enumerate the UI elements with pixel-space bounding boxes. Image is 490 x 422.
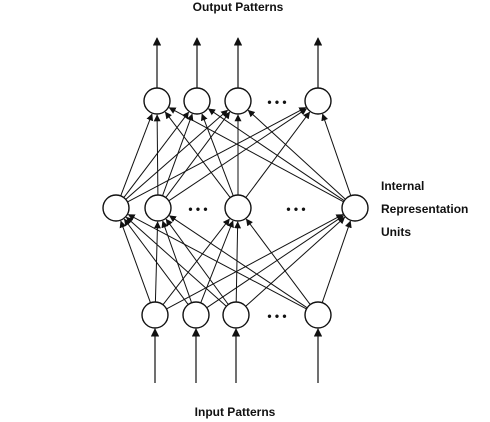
input-unit-2 <box>222 301 250 329</box>
connection-hidden-output-2-0 <box>164 111 231 198</box>
connection-input-hidden-1-3 <box>206 215 344 309</box>
connection-hidden-output-3-0 <box>168 107 344 203</box>
connection-input-hidden-3-2 <box>245 218 311 305</box>
connection-input-hidden-2-1 <box>165 218 229 305</box>
connection-hidden-output-2-1 <box>200 113 234 197</box>
connection-hidden-output-1-1 <box>162 113 194 196</box>
output-unit-3 <box>304 87 332 115</box>
connection-lines <box>119 107 352 310</box>
input-patterns-label: Input Patterns <box>195 405 276 419</box>
connection-input-hidden-0-2 <box>162 218 230 306</box>
connection-input-hidden-3-3 <box>321 220 352 303</box>
connection-input-hidden-2-3 <box>245 216 346 307</box>
output-unit-0 <box>143 87 171 115</box>
unit-nodes <box>102 87 369 329</box>
hidden-ellipsis-right: • • • <box>286 202 305 216</box>
connection-hidden-output-0-3 <box>127 107 307 203</box>
connection-hidden-output-3-1 <box>208 108 345 202</box>
connection-hidden-output-3-3 <box>321 113 352 196</box>
io-arrows <box>150 37 323 383</box>
connection-hidden-output-0-2 <box>125 109 229 200</box>
output-unit-2 <box>224 87 252 115</box>
connection-hidden-output-1-0 <box>153 114 161 196</box>
output-patterns-label: Output Patterns <box>193 0 284 14</box>
hidden-unit-3 <box>341 194 369 222</box>
representation-label: Representation <box>381 202 468 216</box>
hidden-unit-2 <box>224 194 252 222</box>
hidden-unit-1 <box>144 194 172 222</box>
hidden-ellipsis-left: • • • <box>188 202 207 216</box>
internal-label: Internal <box>381 179 424 193</box>
connection-hidden-output-2-3 <box>245 111 311 198</box>
connection-input-hidden-1-0 <box>123 218 189 305</box>
input-unit-3 <box>304 301 332 329</box>
connection-input-hidden-3-1 <box>169 215 308 309</box>
output-unit-1 <box>183 87 211 115</box>
connection-hidden-output-0-1 <box>123 111 190 198</box>
input-unit-0 <box>141 301 169 329</box>
units-label: Units <box>381 225 411 239</box>
output-ellipsis: • • • <box>267 95 286 109</box>
hidden-unit-0 <box>102 194 130 222</box>
connection-hidden-output-0-0 <box>120 113 154 197</box>
connection-input-hidden-0-3 <box>166 214 344 310</box>
input-unit-1 <box>182 301 210 329</box>
connection-input-hidden-2-2 <box>234 221 242 303</box>
connection-input-hidden-0-0 <box>119 220 151 303</box>
connection-input-hidden-3-0 <box>127 214 307 310</box>
connection-hidden-output-3-2 <box>247 109 346 200</box>
connection-input-hidden-2-0 <box>125 216 227 307</box>
input-ellipsis: • • • <box>267 309 286 323</box>
